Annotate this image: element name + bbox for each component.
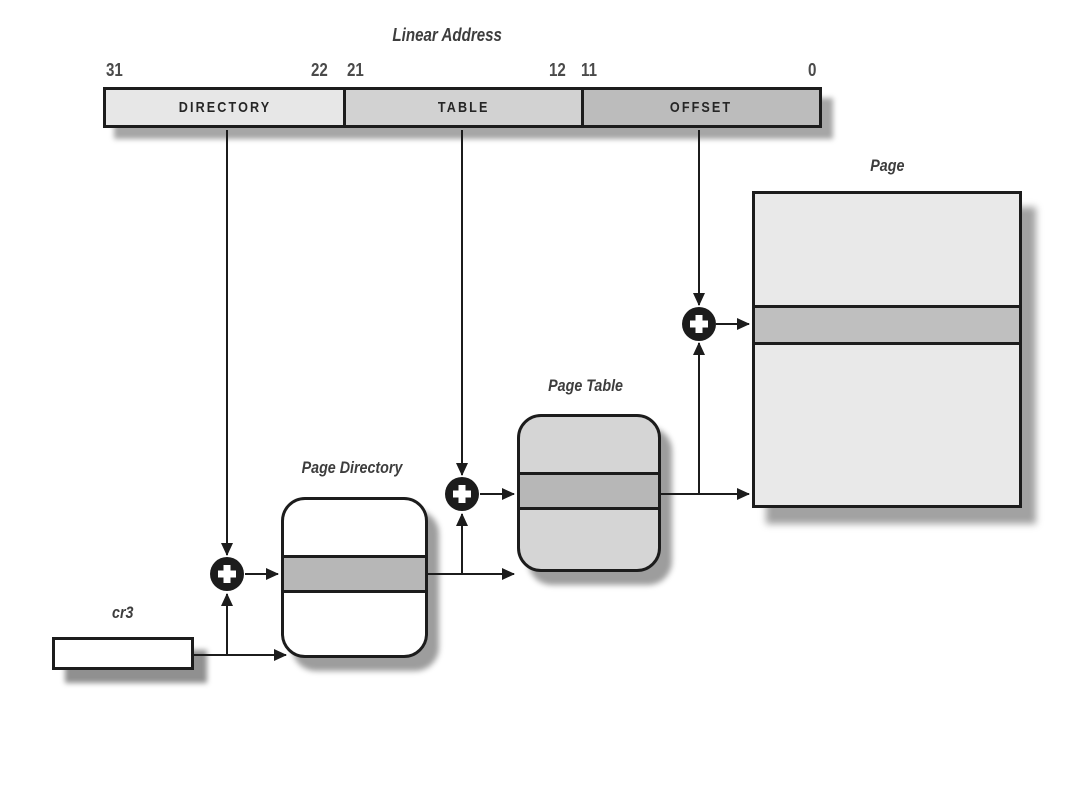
page-target-row <box>755 305 1019 345</box>
field-offset-label: OFFSET <box>670 99 733 116</box>
page-table-box <box>517 414 661 572</box>
page-frame-box <box>752 191 1022 508</box>
linear-address-title: Linear Address <box>357 25 537 46</box>
page-upper-area <box>755 194 1019 305</box>
page-table-lower-area <box>520 510 658 569</box>
bit-marker-22: 22 <box>311 60 328 80</box>
page-directory-upper-area <box>284 500 425 555</box>
cr3-label: cr3 <box>112 603 134 622</box>
field-directory-label: DIRECTORY <box>178 99 271 116</box>
field-offset: OFFSET <box>580 90 819 125</box>
bit-marker-21: 21 <box>347 60 364 80</box>
linear-address-bar: DIRECTORY TABLE OFFSET <box>103 87 822 128</box>
page-table-entry-row <box>520 472 658 510</box>
page-directory-entry-row <box>284 555 425 593</box>
linear-address-title-text: Linear Address <box>392 25 502 45</box>
page-directory-box <box>281 497 428 658</box>
plus-icon-adder2 <box>445 477 479 511</box>
bit-marker-31: 31 <box>106 60 123 80</box>
cr3-register-box <box>52 637 194 670</box>
plus-icon-adder3 <box>682 307 716 341</box>
plus-icon-adder1 <box>210 557 244 591</box>
bit-marker-11: 11 <box>581 60 597 80</box>
page-directory-lower-area <box>284 593 425 655</box>
bit-marker-12: 12 <box>549 60 566 80</box>
page-table-upper-area <box>520 417 658 472</box>
page-table-label: Page Table <box>548 376 624 395</box>
field-table-label: TABLE <box>437 99 490 116</box>
bit-marker-0: 0 <box>808 60 817 80</box>
field-directory: DIRECTORY <box>106 90 344 125</box>
page-directory-label: Page Directory <box>301 458 402 477</box>
page-lower-area <box>755 345 1019 505</box>
field-table: TABLE <box>343 90 581 125</box>
page-title-label: Page <box>869 156 905 175</box>
